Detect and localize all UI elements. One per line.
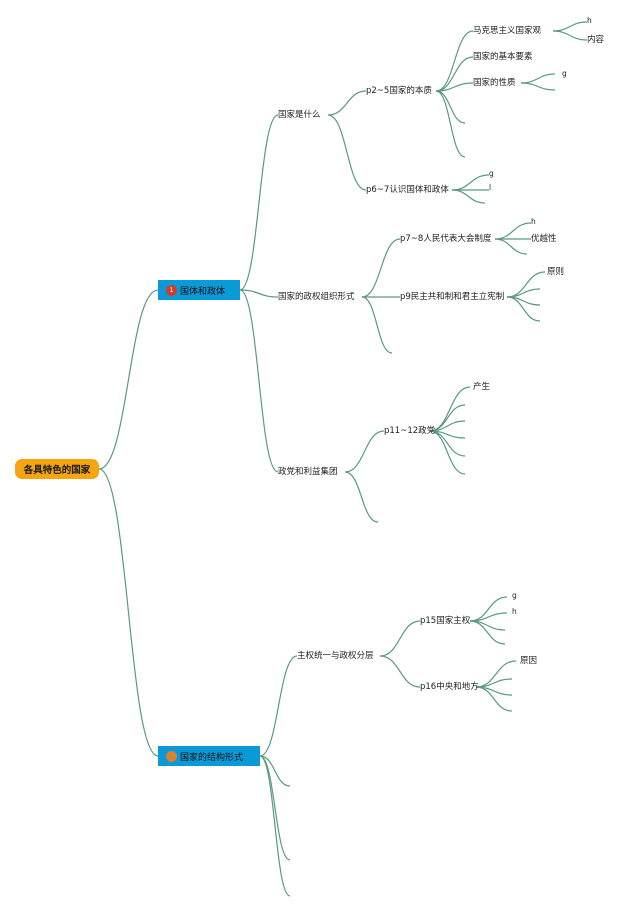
topic-guojia-shi-shenme[interactable]: 国家是什么: [278, 110, 321, 120]
main-node-guoti-zhengti[interactable]: 1 国体和政体: [158, 280, 240, 300]
sub-renda-zhidu[interactable]: p7~8人民代表大会制度: [400, 234, 492, 244]
topic-zhengquan-zuzhi-xingshi[interactable]: 国家的政权组织形式: [278, 292, 355, 302]
connector-line: [494, 238, 528, 255]
leaf-chansheng[interactable]: 产生: [473, 382, 491, 392]
connector-line: [520, 73, 556, 84]
connector-line: [98, 289, 159, 470]
item-makesi-guojiaguan[interactable]: 马克思主义国家观: [473, 26, 542, 36]
leaf-g[interactable]: g: [489, 169, 494, 178]
sub-zhengdang[interactable]: p11~12政党: [384, 426, 436, 436]
item-guojia-xingzhi[interactable]: 国家的性质: [473, 78, 516, 88]
connector-line: [379, 655, 421, 688]
item-jiben-yaosu[interactable]: 国家的基本要素: [473, 52, 533, 62]
connector-line: [475, 686, 513, 712]
sub-guojia-zhuquan[interactable]: p15国家主权: [420, 616, 471, 626]
connector-line: [475, 660, 517, 688]
main-node-label: 国体和政体: [180, 286, 226, 297]
connector-line: [429, 430, 466, 475]
connector-line: [361, 296, 393, 354]
leaf-g[interactable]: g: [562, 69, 567, 78]
connector-line: [435, 90, 466, 158]
number-circle-icon: 1: [166, 284, 177, 296]
connector-line: [259, 755, 291, 787]
sub-minzhu-gonghe[interactable]: p9民主共和制和君主立宪制: [400, 292, 505, 302]
topic-zhuquan-tongyi[interactable]: 主权统一与政权分层: [297, 651, 374, 661]
connector-line: [239, 114, 279, 291]
connector-line: [435, 90, 466, 124]
connector-line: [327, 114, 367, 191]
connector-line: [435, 56, 474, 92]
connector-line: [552, 30, 588, 41]
connector-line: [344, 430, 385, 473]
sub-guoti-zhengti[interactable]: p6~7认识国体和政体: [366, 185, 449, 195]
connector-line: [344, 471, 379, 523]
connector-line: [361, 238, 401, 298]
connector-line: [259, 655, 298, 757]
leaf-yuanyin[interactable]: 原因: [520, 656, 538, 666]
connector-line: [506, 296, 541, 322]
sub-guojia-benzhi[interactable]: p2~5国家的本质: [366, 86, 432, 96]
sub-zhongyang-difang[interactable]: p16中央和地方: [420, 682, 479, 692]
main-node-label: 国家的结构形式: [180, 752, 244, 763]
leaf-h[interactable]: h: [531, 217, 536, 226]
connector-line: [327, 90, 367, 116]
root-node[interactable]: 各具特色的国家: [15, 459, 99, 479]
connector-line: [451, 189, 486, 204]
connector-line: [379, 620, 421, 657]
connector-line: [98, 468, 159, 757]
leaf-l[interactable]: l: [489, 183, 492, 192]
leaf-h[interactable]: h: [587, 16, 592, 25]
leaf-yuanze[interactable]: 原则: [547, 267, 565, 277]
orange-circle-icon: [166, 750, 177, 762]
connector-line: [520, 82, 556, 91]
connector-line: [451, 174, 490, 191]
connector-line: [435, 30, 474, 92]
connector-line: [429, 404, 466, 432]
topic-zhengdang-liyi-jituan[interactable]: 政党和利益集团: [278, 467, 338, 477]
connector-line: [239, 289, 279, 473]
connector-line: [469, 620, 506, 645]
leaf-youyuexing[interactable]: 优越性: [531, 234, 557, 244]
leaf-neirong[interactable]: 内容: [587, 35, 605, 45]
connector-line: [239, 289, 279, 298]
connector-line: [506, 271, 546, 298]
leaf-g[interactable]: g: [512, 591, 517, 600]
connector-line: [494, 222, 532, 240]
connector-line: [259, 755, 291, 897]
main-node-jiegou-xingshi[interactable]: 国家的结构形式: [158, 746, 260, 766]
connector-line: [435, 82, 474, 92]
connector-line: [552, 21, 588, 32]
leaf-h[interactable]: h: [512, 607, 517, 616]
